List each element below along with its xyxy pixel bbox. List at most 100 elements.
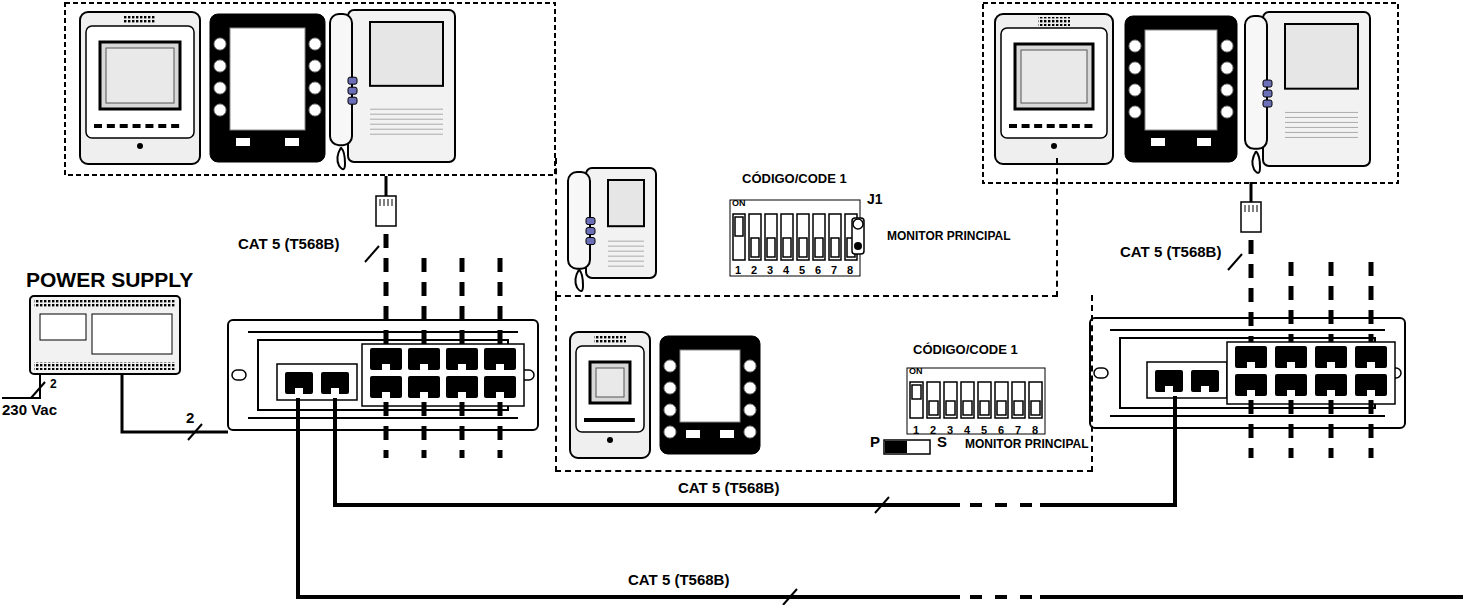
monitor-key (1129, 40, 1141, 52)
monitor-line (1285, 112, 1358, 113)
dip-number: 5 (799, 264, 805, 276)
dip-number: 2 (751, 264, 757, 276)
rj45-port (1235, 374, 1267, 396)
dip-knob (980, 401, 989, 415)
rj45-notch (458, 364, 466, 370)
rj45-port (370, 376, 402, 398)
jumper-pin (854, 242, 862, 250)
supply-label (92, 314, 172, 354)
rj45-notch (1247, 362, 1255, 368)
dashed-cable (1289, 262, 1294, 342)
monitor-button (1047, 124, 1055, 128)
cable-break (1020, 595, 1032, 599)
monitor-button (171, 124, 179, 128)
setting-label: MONITOR PRINCIPAL (887, 230, 1011, 243)
rj45-port (1235, 346, 1267, 368)
monitor-frame (86, 26, 194, 138)
plug-contact (1257, 205, 1258, 212)
trunk-cable (335, 398, 960, 505)
setting-label: CÓDIGO/CODE 1 (913, 343, 1018, 357)
cable-break (995, 595, 1007, 599)
monitor-button (1009, 124, 1017, 128)
dashed-cable (1329, 262, 1334, 342)
component-heading: POWER SUPPLY (26, 268, 193, 291)
panel-rail (248, 417, 518, 419)
handset-button (348, 87, 357, 94)
monitor-line (370, 129, 443, 130)
dip-number: 1 (735, 264, 741, 276)
dip-knob (735, 217, 743, 236)
setting-label: CÓDIGO/CODE 1 (742, 172, 847, 186)
panel-rail (1110, 415, 1385, 417)
cable-label: CAT 5 (T568B) (1118, 244, 1223, 261)
handset-monitor (568, 168, 656, 291)
monitor-setting-panel: CÓDIGO/CODE 1PSMONITOR PRINCIPAL (555, 295, 1093, 472)
dip-knob (815, 238, 823, 257)
dashed-cable (460, 258, 465, 344)
dip-housing (730, 200, 860, 276)
monitor-line (608, 246, 644, 247)
dip-knob (799, 238, 807, 257)
dip-number: 8 (1032, 424, 1038, 436)
rj45-notch (1327, 362, 1335, 368)
dip-switch (781, 214, 793, 260)
dashed-cable (1369, 400, 1374, 458)
cable-stub (385, 176, 388, 196)
dip-knob (912, 385, 921, 399)
monitor-line (608, 261, 644, 262)
monitor-button (613, 418, 621, 422)
rj45-notch (331, 388, 339, 394)
monitor-line (608, 241, 644, 242)
wire-count: 2 (48, 378, 59, 391)
monitor-button (627, 418, 635, 422)
dashed-group-box (65, 3, 555, 175)
distributor-panel (228, 320, 538, 430)
dip-number: 4 (964, 424, 970, 436)
monitor-key (744, 404, 756, 416)
port-box (362, 344, 524, 406)
monitor-screen (1285, 24, 1358, 89)
monitor-screen (230, 28, 305, 130)
monitor-body (1125, 16, 1237, 162)
wire-count-slash (783, 589, 797, 605)
dip-number: 7 (1015, 424, 1021, 436)
monitor-body (1263, 12, 1370, 166)
dip-number: 3 (947, 424, 953, 436)
rj45-port (484, 348, 516, 370)
dashed-cable (422, 402, 427, 458)
cable-stub (1250, 182, 1253, 202)
monitor-key (285, 138, 299, 146)
monitor-body (80, 12, 200, 164)
mount-slot (232, 370, 246, 380)
rj45-notch (1165, 386, 1173, 392)
monitor-line (370, 114, 443, 115)
handset-button (348, 77, 357, 84)
dashed-cable (498, 258, 503, 344)
rj45-notch (496, 392, 504, 398)
monitor-key (1151, 138, 1165, 146)
dip-number: 4 (783, 264, 789, 276)
plug-contact (1245, 205, 1246, 212)
monitor-button (1084, 124, 1092, 128)
monitor-body (570, 332, 650, 458)
wire-count-slash (31, 382, 45, 398)
monitor-key (744, 382, 756, 394)
plug-contact (380, 199, 381, 206)
screen-inner (106, 48, 174, 103)
cable-label: CAT 5 (T568B) (236, 236, 341, 253)
monitor-key (744, 426, 756, 438)
monitor-key (664, 360, 676, 372)
dip-knob (946, 401, 955, 415)
monitor-button (1059, 124, 1067, 128)
dip-switch (910, 382, 923, 418)
speaker-grille (1038, 17, 1070, 26)
rj45-notch (496, 364, 504, 370)
handset-monitor (1245, 12, 1370, 173)
jumper-pin (853, 219, 863, 229)
handset-button (348, 97, 357, 104)
cable-break (995, 503, 1007, 507)
dip-number: 3 (767, 264, 773, 276)
handset-monitor (330, 10, 455, 169)
